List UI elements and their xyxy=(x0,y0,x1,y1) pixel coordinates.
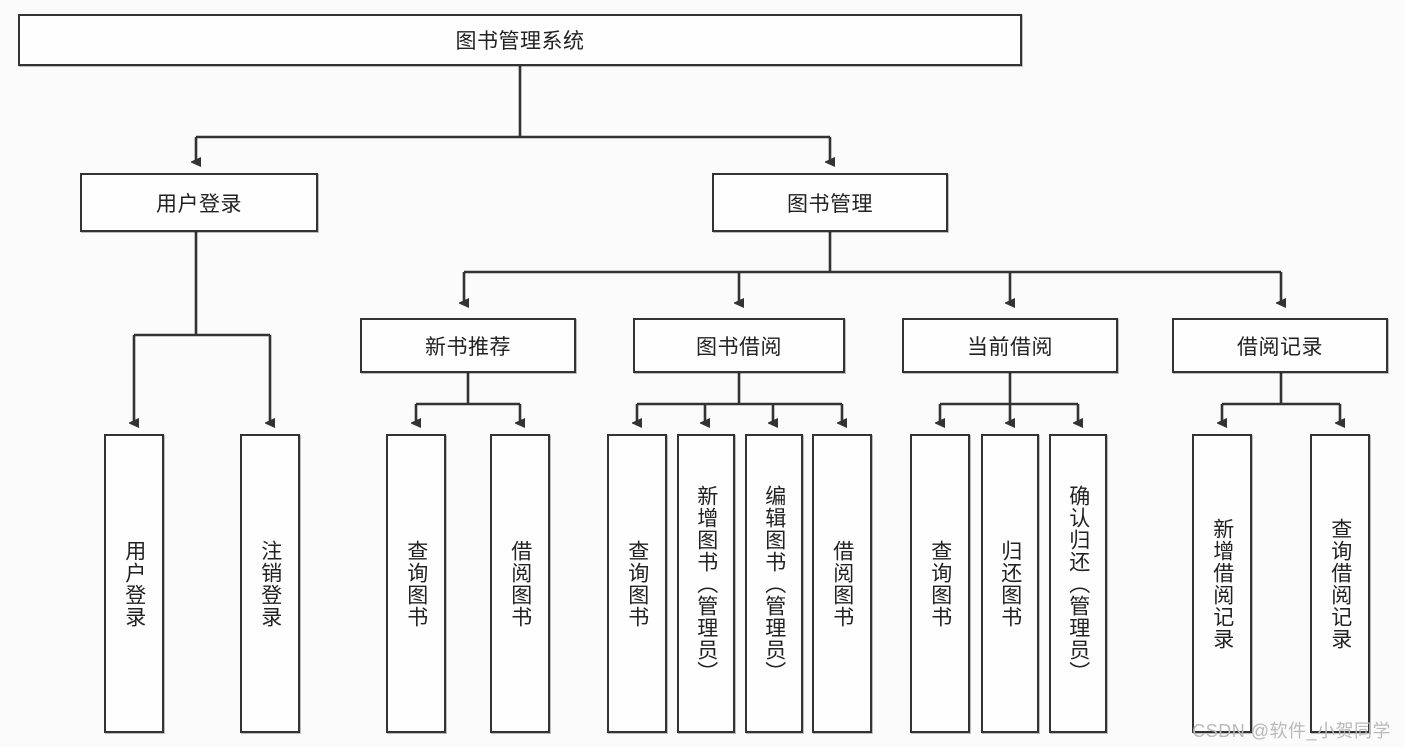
node-leaf-query-book-3-label: 查询图书 xyxy=(928,539,952,628)
node-leaf-query-book-1[interactable]: 查询图书 xyxy=(386,434,446,733)
node-root-label: 图书管理系统 xyxy=(455,30,585,53)
node-borrow-record-label: 借阅记录 xyxy=(1237,335,1323,359)
node-root[interactable]: 图书管理系统 xyxy=(18,14,1022,66)
node-leaf-user-logout-label: 注销登录 xyxy=(258,539,282,628)
node-leaf-user-login-label: 用户登录 xyxy=(122,539,146,628)
node-user-login[interactable]: 用户登录 xyxy=(80,173,318,232)
node-leaf-return-book[interactable]: 归还图书 xyxy=(981,434,1039,733)
node-leaf-borrow-book-2[interactable]: 借阅图书 xyxy=(812,434,872,733)
node-user-login-label: 用户登录 xyxy=(156,192,242,216)
node-leaf-query-book-3[interactable]: 查询图书 xyxy=(910,434,970,733)
node-leaf-add-record[interactable]: 新增借阅记录 xyxy=(1192,434,1252,733)
node-current-borrow[interactable]: 当前借阅 xyxy=(902,318,1118,373)
node-leaf-return-book-label: 归还图书 xyxy=(998,539,1022,628)
node-book-borrow[interactable]: 图书借阅 xyxy=(633,318,845,373)
node-leaf-query-book-2[interactable]: 查询图书 xyxy=(607,434,667,733)
watermark: CSDN @软件_小贺同学 xyxy=(1192,721,1391,741)
node-leaf-user-logout[interactable]: 注销登录 xyxy=(240,434,300,733)
node-new-book-recommend[interactable]: 新书推荐 xyxy=(360,318,576,373)
node-leaf-query-record-label: 查询借阅记录 xyxy=(1328,517,1352,650)
node-leaf-edit-book[interactable]: 编辑图书（管理员） xyxy=(745,434,803,733)
node-leaf-user-login[interactable]: 用户登录 xyxy=(104,434,164,733)
node-leaf-add-book-label: 新增图书（管理员） xyxy=(694,484,718,683)
node-borrow-record[interactable]: 借阅记录 xyxy=(1172,318,1388,373)
node-leaf-edit-book-label: 编辑图书（管理员） xyxy=(762,484,786,683)
node-leaf-add-record-label: 新增借阅记录 xyxy=(1210,517,1234,650)
node-current-borrow-label: 当前借阅 xyxy=(967,335,1053,359)
node-book-borrow-label: 图书借阅 xyxy=(696,335,782,359)
node-leaf-add-book[interactable]: 新增图书（管理员） xyxy=(677,434,735,733)
node-leaf-query-book-2-label: 查询图书 xyxy=(625,539,649,628)
node-new-book-recommend-label: 新书推荐 xyxy=(425,335,511,359)
node-leaf-borrow-book-1[interactable]: 借阅图书 xyxy=(490,434,550,733)
node-leaf-confirm-return-label: 确认归还（管理员） xyxy=(1066,484,1090,683)
node-leaf-confirm-return[interactable]: 确认归还（管理员） xyxy=(1049,434,1107,733)
node-leaf-query-record[interactable]: 查询借阅记录 xyxy=(1310,434,1370,733)
node-leaf-borrow-book-2-label: 借阅图书 xyxy=(830,539,854,628)
node-leaf-query-book-1-label: 查询图书 xyxy=(404,539,428,628)
node-leaf-borrow-book-1-label: 借阅图书 xyxy=(508,539,532,628)
node-book-manage[interactable]: 图书管理 xyxy=(712,173,948,232)
node-book-manage-label: 图书管理 xyxy=(787,192,873,216)
